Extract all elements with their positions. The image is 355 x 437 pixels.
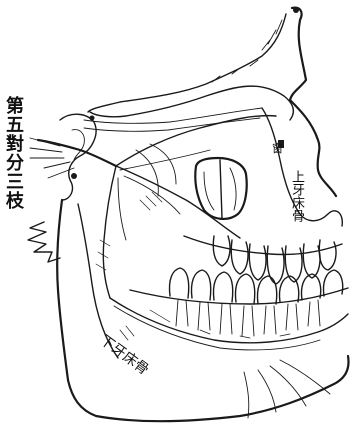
nerve-branch-5 [136,144,176,196]
tissue-spikes [28,222,60,262]
mental-branches [244,360,330,418]
lower-teeth-base [130,288,348,304]
upper-teeth-base [184,236,342,255]
upper-jaw-label: 上牙床骨 [290,170,303,222]
ear-outline [60,114,96,200]
mandibular-canal [110,298,348,343]
nerve-branch-3 [103,166,116,298]
nerve-fan [30,138,74,178]
foramen-mark [90,116,95,121]
nasal-tip-mark [293,7,299,13]
upper-teeth [213,236,336,284]
nerve-trunk [38,140,116,166]
mandible-outline [57,200,348,421]
canal-inner [114,306,320,350]
nasal-hatch [212,20,282,82]
nasal-inner [88,14,286,112]
nerve-title-label: 第五對分三枝 [4,96,22,210]
ear-mark [71,173,77,179]
ear-inner [72,130,84,160]
maxilla-ridge [90,86,293,120]
nasal-outline [290,8,336,196]
window-divider [220,160,222,218]
shading-hatch [96,192,290,340]
tooth-roots [176,300,320,336]
window-label: 窗 [272,140,283,156]
